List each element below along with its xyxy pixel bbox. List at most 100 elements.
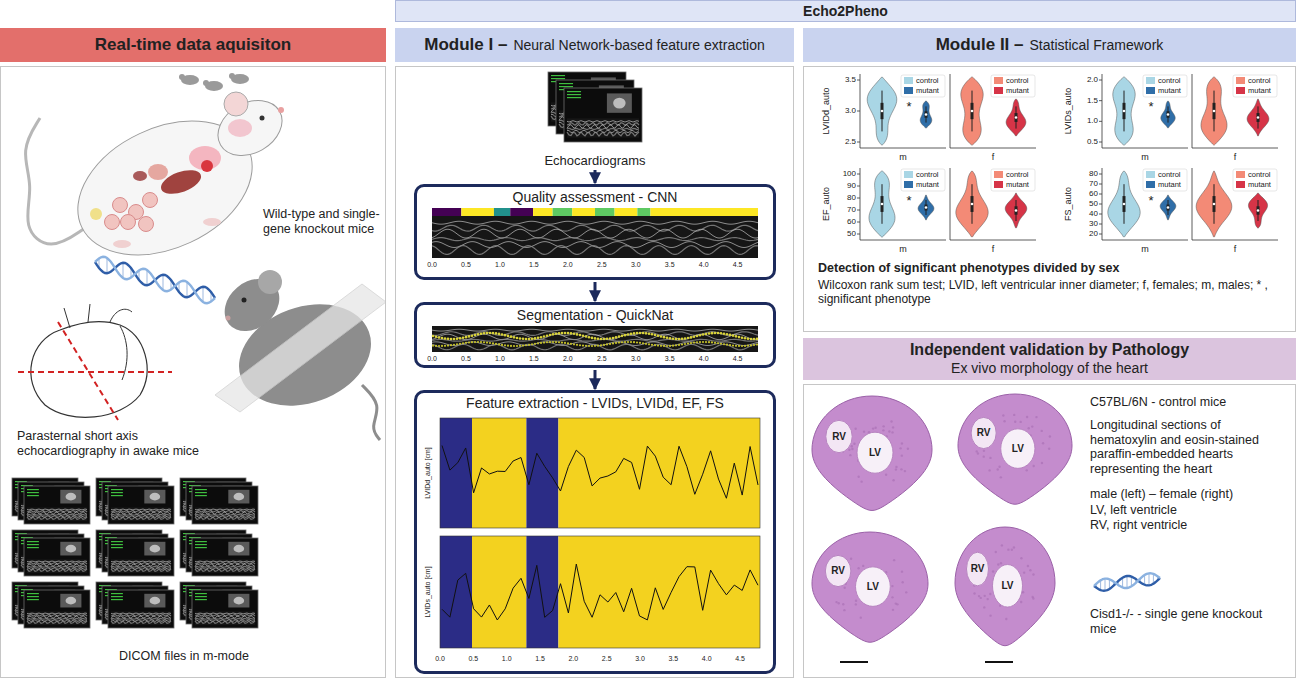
tick-label: 60 xyxy=(1089,190,1098,198)
segmentation-strip xyxy=(645,343,647,345)
dna-helix xyxy=(147,270,148,285)
tick-label: 40 xyxy=(1089,210,1098,218)
segmentation-strip xyxy=(498,333,501,336)
segmentation-strip xyxy=(708,332,711,335)
segmentation-strip xyxy=(606,343,608,345)
dicom-stack xyxy=(27,495,39,496)
dicom-stack xyxy=(111,541,123,542)
segmentation-strip xyxy=(678,338,681,341)
segmentation-strip xyxy=(597,337,600,340)
heart-sketch xyxy=(31,321,147,417)
heart-section xyxy=(899,447,901,449)
segmentation-strip xyxy=(438,336,441,339)
heart-section xyxy=(1033,465,1035,467)
violin-plot xyxy=(1257,113,1260,122)
section-header: Independent validation by PathologyEx vi… xyxy=(803,338,1296,380)
dicom-stack xyxy=(111,596,123,597)
violin-plot xyxy=(1167,111,1170,117)
segmentation-strip xyxy=(480,341,482,343)
legend-text: mutant xyxy=(1248,181,1271,189)
heart-section xyxy=(812,532,928,642)
heart-section xyxy=(891,585,893,587)
heart-section xyxy=(895,602,897,604)
segmentation-strip xyxy=(453,344,455,346)
dicom-stack xyxy=(27,492,39,493)
segmentation-strip xyxy=(711,332,714,335)
legend-swatch xyxy=(994,171,1003,178)
dicom-stack xyxy=(27,616,87,619)
legend-swatch xyxy=(994,87,1003,94)
tick-label: 4.5 xyxy=(735,655,745,662)
violin-plot xyxy=(1102,74,1103,148)
violin-plot xyxy=(1167,206,1170,209)
violin-plot xyxy=(881,203,884,206)
echocardiogram-stack xyxy=(567,91,581,92)
significance-mark: * xyxy=(906,100,911,113)
axis-label: EF_auto xyxy=(822,187,831,221)
segmentation-strip xyxy=(435,335,438,338)
legend-text: mutant xyxy=(1006,181,1029,189)
violin-plot xyxy=(991,75,1035,97)
violin-plot xyxy=(1192,74,1193,148)
violin-plot xyxy=(1099,74,1278,148)
tick-label: 3.0 xyxy=(845,107,856,115)
dna-helix xyxy=(95,257,215,303)
axis-label: f xyxy=(992,245,995,254)
segmentation-strip xyxy=(591,337,594,340)
mouse-illustration xyxy=(105,215,120,230)
violin-plot xyxy=(1102,148,1188,149)
dicom-stack xyxy=(111,495,123,496)
segmentation-strip xyxy=(672,345,674,347)
tick-label: 0.5 xyxy=(461,355,471,362)
heart-section xyxy=(997,563,999,565)
heart-section xyxy=(851,448,853,450)
dicom-stack xyxy=(195,593,207,594)
heart-section xyxy=(891,596,893,598)
feature-plot xyxy=(526,418,558,528)
dicom-stack xyxy=(66,493,77,501)
dicom-stack xyxy=(66,597,77,605)
violin-plot xyxy=(1099,168,1278,240)
body-text: Ex vivo morphology of the heart xyxy=(951,360,1148,377)
violin-plot xyxy=(920,101,932,128)
heart-section xyxy=(1031,596,1033,598)
echocardiogram-stack xyxy=(567,121,639,122)
legend-text: mutant xyxy=(1158,87,1181,95)
dicom-stack xyxy=(195,517,255,519)
dicom-stack xyxy=(111,611,171,625)
dicom-stack xyxy=(27,509,87,511)
heart-section xyxy=(1041,430,1043,432)
heart-section xyxy=(988,469,990,471)
heart-section xyxy=(1002,414,1004,416)
segmentation-strip xyxy=(588,336,591,339)
violin-plot xyxy=(1108,171,1140,237)
segmentation-strip xyxy=(495,332,498,335)
violin-plot xyxy=(918,195,934,220)
violin-plot xyxy=(857,210,860,211)
tick-label: 4.5 xyxy=(733,261,743,268)
dicom-stack xyxy=(27,569,87,571)
mouse-illustration xyxy=(260,116,265,121)
violin-plot xyxy=(1099,204,1102,205)
tick-label: 3.0 xyxy=(631,261,641,268)
segmentation-strip xyxy=(747,337,750,340)
segmentation-strip xyxy=(702,341,704,343)
heart-section xyxy=(973,592,975,594)
violin-plot xyxy=(1099,194,1102,195)
segmentation-strip xyxy=(618,335,621,338)
title-band: Echo2Pheno xyxy=(395,0,1296,22)
significance-mark: * xyxy=(1148,194,1153,207)
segmentation-strip xyxy=(573,343,575,345)
legend-item: control xyxy=(994,77,1029,85)
segmentation-strip xyxy=(642,332,645,335)
segmentation-strip xyxy=(660,335,663,338)
quality-strip xyxy=(461,208,494,216)
quality-strip xyxy=(637,208,650,216)
violin-plot xyxy=(881,110,884,113)
dicom-stack xyxy=(27,561,87,563)
section-panel: C57BL/6N - control miceLongitudinal sect… xyxy=(803,384,1296,678)
segmentation-strip xyxy=(744,337,747,340)
axis-label: f xyxy=(1234,153,1237,162)
segmentation-strip xyxy=(585,345,587,347)
segmentation-strip xyxy=(621,335,624,338)
